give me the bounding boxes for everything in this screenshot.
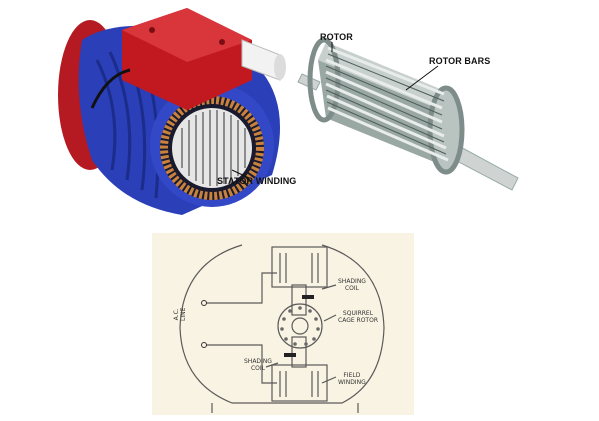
lid-screw-icon: [149, 27, 155, 33]
label-line: COIL: [338, 286, 366, 293]
rotor-illustration: ROTOR ROTOR BARS: [296, 30, 526, 200]
schematic-drawing: [152, 233, 414, 415]
shading-coil-bottom: [284, 353, 296, 357]
rotor-bars-label: ROTOR BARS: [429, 56, 490, 66]
field-winding-label: FIELD WINDING: [338, 373, 366, 386]
rotor-hub: [292, 318, 308, 334]
capacitor-end: [274, 54, 286, 80]
shading-coil-top: [302, 295, 314, 299]
label-line: WINDING: [338, 380, 366, 387]
squirrel-cage-rotor-label: SQUIRREL CAGE ROTOR: [338, 311, 378, 324]
field-coil-bottom: [280, 371, 318, 397]
terminal-icon: [202, 301, 207, 306]
rotor-label: ROTOR: [320, 32, 353, 42]
ac-line-label: A.C. LINE: [174, 308, 187, 321]
shaded-pole-schematic: SHADING COIL SQUIRREL CAGE ROTOR SHADING…: [152, 233, 414, 415]
terminal-icon: [202, 343, 207, 348]
lid-screw-icon: [219, 39, 225, 45]
label-line: LINE: [181, 308, 188, 321]
rotor-bar-dots: [280, 306, 320, 346]
label-line: COIL: [244, 366, 272, 373]
field-coil-top: [280, 253, 318, 283]
motor-drawing: [52, 0, 302, 225]
bottom-pole-shoe: [292, 337, 306, 367]
rotor-drawing: [296, 30, 526, 200]
stator-winding-label: STATOR WINDING: [217, 176, 296, 186]
shading-coil-top-label: SHADING COIL: [338, 279, 366, 292]
top-pole-shoe: [292, 285, 306, 315]
motor-base: [212, 403, 358, 413]
motor-illustration: STATOR WINDING: [52, 0, 302, 225]
ac-line-lead-top: [204, 273, 277, 303]
shading-coil-bottom-label: SHADING COIL: [244, 359, 272, 372]
squirrel-cage-rotor: [278, 304, 322, 348]
label-line: CAGE ROTOR: [338, 318, 378, 325]
